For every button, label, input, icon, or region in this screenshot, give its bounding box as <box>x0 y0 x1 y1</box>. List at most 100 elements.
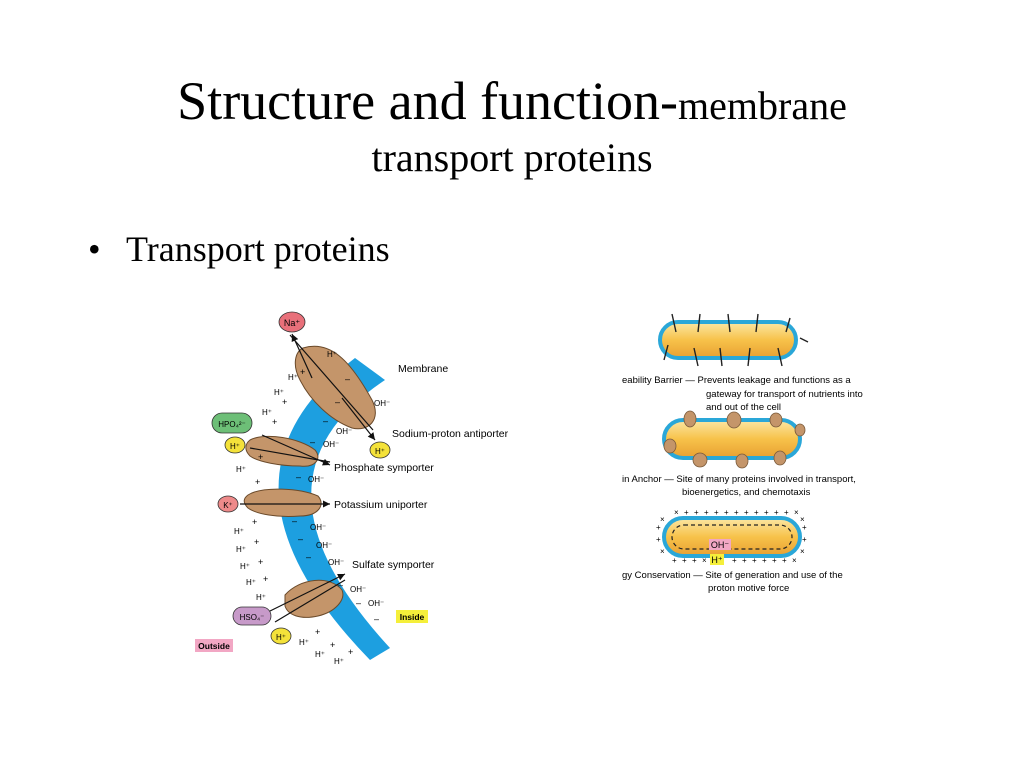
svg-text:OH⁻: OH⁻ <box>368 599 384 608</box>
svg-text:+: + <box>258 452 263 462</box>
svg-text:+: + <box>764 508 769 517</box>
svg-text:H⁺: H⁺ <box>274 388 284 397</box>
svg-text:–: – <box>338 580 343 590</box>
svg-text:H⁺: H⁺ <box>246 578 256 587</box>
svg-text:+: + <box>300 367 305 377</box>
caption-energy-1: gy Conservation — Site of generation and… <box>622 570 843 581</box>
sodium-proton-antiporter <box>289 333 376 441</box>
svg-text:H⁺: H⁺ <box>299 638 309 647</box>
svg-text:–: – <box>292 516 297 526</box>
outside-tag: Outside <box>195 639 233 652</box>
svg-text:H⁺: H⁺ <box>240 562 250 571</box>
ion-hso4: HSO₄⁻ <box>232 606 272 626</box>
svg-text:×: × <box>800 547 805 556</box>
svg-text:–: – <box>335 397 340 407</box>
svg-text:H⁺: H⁺ <box>288 373 298 382</box>
caption-anchor-1: in Anchor — Site of many proteins involv… <box>622 474 856 485</box>
svg-text:+: + <box>802 535 807 544</box>
caption-anchor-2: bioenergetics, and chemotaxis <box>682 487 811 498</box>
energy-oh: OH⁻ <box>711 540 730 550</box>
ion-h-phosphate: H⁺ <box>224 436 246 454</box>
svg-text:+: + <box>684 508 689 517</box>
cell-protein-anchor <box>662 410 806 469</box>
svg-text:×: × <box>794 508 799 517</box>
bullet-text: Transport proteins <box>126 229 390 269</box>
svg-text:×: × <box>660 547 665 556</box>
svg-text:+: + <box>784 508 789 517</box>
svg-text:+: + <box>754 508 759 517</box>
svg-text:H⁺: H⁺ <box>230 442 240 451</box>
ion-h-sulfate: H⁺ <box>270 627 292 645</box>
svg-text:+: + <box>252 517 257 527</box>
svg-text:×: × <box>702 556 707 565</box>
svg-text:+: + <box>263 574 268 584</box>
svg-text:+: + <box>272 417 277 427</box>
svg-text:+: + <box>744 508 749 517</box>
cell-permeability-barrier <box>658 313 809 367</box>
caption-energy-2: proton motive force <box>708 583 789 594</box>
caption-barrier-2: gateway for transport of nutrients into <box>706 389 863 400</box>
cell-energy-conservation: OH⁻ H⁺ + + + + + + + + + + + + + + + + + + + + + +… <box>656 508 807 565</box>
svg-text:–: – <box>298 534 303 544</box>
membrane-band <box>278 358 390 660</box>
svg-text:+: + <box>734 508 739 517</box>
svg-text:H⁺: H⁺ <box>334 657 344 666</box>
inside-charges: – OH⁻ – – OH⁻ – OH⁻ – OH⁻ – OH⁻ – OH⁻ – … <box>292 374 390 624</box>
svg-text:+: + <box>742 556 747 565</box>
svg-text:OH⁻: OH⁻ <box>336 427 352 436</box>
svg-text:+: + <box>732 556 737 565</box>
svg-text:+: + <box>782 556 787 565</box>
svg-text:+: + <box>348 647 353 657</box>
svg-text:+: + <box>255 477 260 487</box>
svg-text:H⁺: H⁺ <box>236 545 246 554</box>
svg-text:+: + <box>714 508 719 517</box>
outside-charges: H⁺ H⁺ H⁺ H⁺ H⁺ H⁺ H⁺ H⁺ H⁺ H⁺ H⁺ H⁺ H⁺ +… <box>234 350 353 666</box>
svg-text:–: – <box>345 374 350 384</box>
svg-text:H⁺: H⁺ <box>262 408 272 417</box>
svg-text:–: – <box>310 437 315 447</box>
svg-text:K⁺: K⁺ <box>223 501 233 510</box>
svg-text:×: × <box>660 515 665 524</box>
ion-na: Na⁺ <box>278 311 306 333</box>
sulfate-symporter <box>267 573 346 623</box>
svg-text:+: + <box>330 640 335 650</box>
caption-barrier-1: eability Barrier — Prevents leakage and … <box>622 375 851 386</box>
title-main: Structure and function- <box>177 71 679 131</box>
caption-barrier-3: and out of the cell <box>706 402 781 413</box>
bullet-item: •Transport proteins <box>88 228 390 270</box>
svg-text:–: – <box>356 598 361 608</box>
svg-text:OH⁻: OH⁻ <box>323 440 339 449</box>
svg-text:×: × <box>800 515 805 524</box>
label-sodium-antiporter: Sodium-proton antiporter <box>392 428 509 440</box>
svg-text:OH⁻: OH⁻ <box>328 558 344 567</box>
ion-hpo4: HPO₄²⁻ <box>211 412 253 434</box>
slide-title: Structure and function-membrane transpor… <box>0 70 1024 181</box>
potassium-uniporter <box>240 488 330 517</box>
label-sulfate-symporter: Sulfate symporter <box>352 559 435 571</box>
svg-text:OH⁻: OH⁻ <box>350 585 366 594</box>
svg-text:OH⁻: OH⁻ <box>374 399 390 408</box>
svg-text:+: + <box>694 508 699 517</box>
label-membrane: Membrane <box>398 363 448 375</box>
ion-h-sodium: H⁺ <box>369 441 391 459</box>
svg-text:Inside: Inside <box>400 612 425 622</box>
svg-text:+: + <box>774 508 779 517</box>
svg-text:+: + <box>704 508 709 517</box>
svg-text:+: + <box>682 556 687 565</box>
energy-h: H⁺ <box>711 555 722 565</box>
svg-text:H⁺: H⁺ <box>234 527 244 536</box>
svg-text:+: + <box>724 508 729 517</box>
svg-text:+: + <box>672 556 677 565</box>
svg-text:+: + <box>656 535 661 544</box>
svg-text:OH⁻: OH⁻ <box>310 523 326 532</box>
svg-text:H⁺: H⁺ <box>256 593 266 602</box>
svg-text:+: + <box>772 556 777 565</box>
svg-text:+: + <box>315 627 320 637</box>
svg-text:+: + <box>258 557 263 567</box>
svg-text:+: + <box>692 556 697 565</box>
svg-text:×: × <box>792 556 797 565</box>
svg-text:+: + <box>656 523 661 532</box>
svg-text:HSO₄⁻: HSO₄⁻ <box>240 613 265 622</box>
svg-text:+: + <box>802 523 807 532</box>
svg-text:OH⁻: OH⁻ <box>316 541 332 550</box>
